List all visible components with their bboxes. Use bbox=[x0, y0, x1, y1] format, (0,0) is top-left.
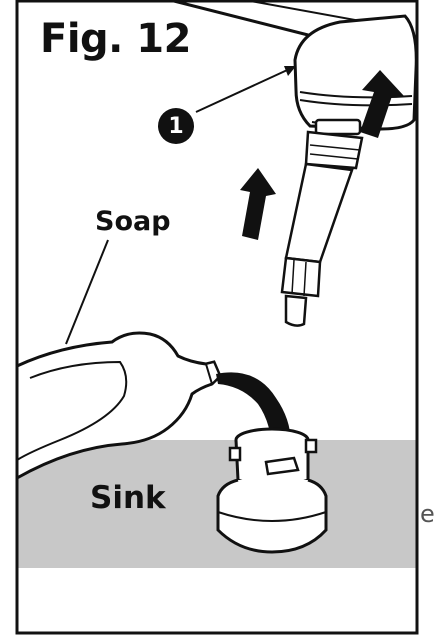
faucet-head bbox=[293, 14, 418, 131]
up-arrow-icon bbox=[360, 70, 404, 138]
callout-arrowhead bbox=[284, 66, 296, 76]
figure-frame bbox=[15, 0, 419, 635]
soap-label: Soap bbox=[95, 206, 171, 237]
faucet-wand bbox=[169, 0, 321, 40]
number-badge-icon: 1 bbox=[158, 108, 194, 144]
edge-letter: e bbox=[420, 500, 434, 528]
up-arrow-icon bbox=[240, 168, 276, 240]
sprayer-holder bbox=[216, 427, 328, 554]
figure-title: Fig. 12 bbox=[40, 16, 191, 62]
sprayer-body bbox=[280, 118, 364, 327]
callout-leader bbox=[195, 65, 297, 113]
soap-bottle bbox=[15, 331, 222, 481]
soap-leader bbox=[65, 239, 109, 345]
sink-label: Sink bbox=[90, 480, 166, 516]
